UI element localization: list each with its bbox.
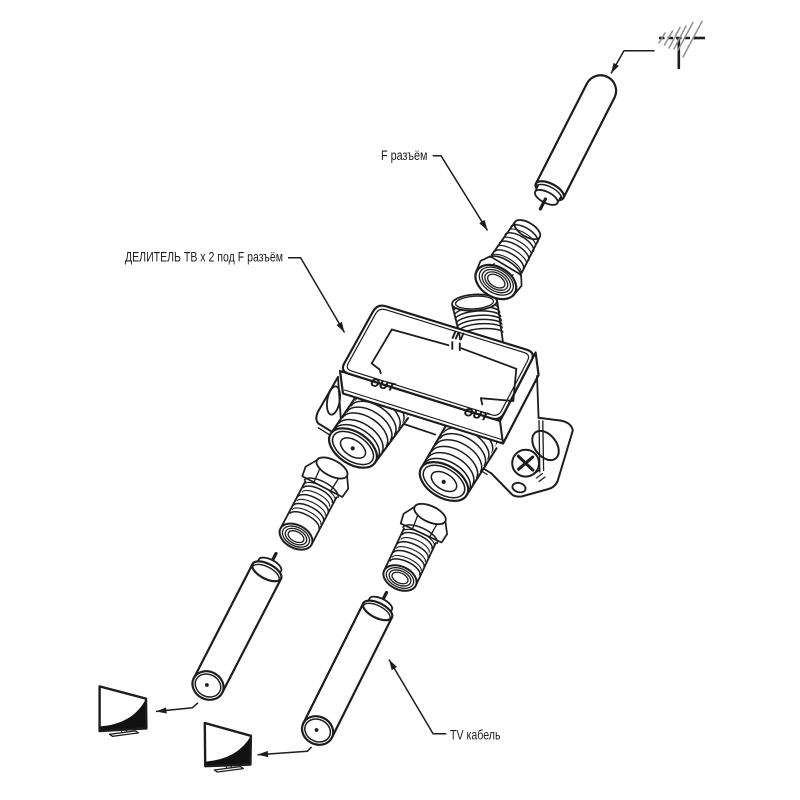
svg-text:ДЕЛИТЕЛЬ ТВ x 2 под F разъём: ДЕЛИТЕЛЬ ТВ x 2 под F разъём [125, 249, 283, 265]
svg-text:F разъём: F разъём [381, 147, 428, 163]
svg-text:TV кабель: TV кабель [450, 727, 501, 743]
svg-text:IN: IN [451, 329, 466, 343]
